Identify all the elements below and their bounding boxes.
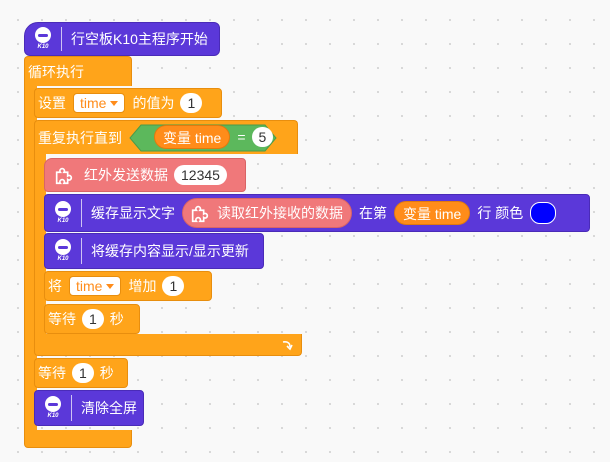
ir-send-value-input[interactable]: 12345: [174, 165, 227, 185]
seconds-label: 秒: [99, 365, 114, 381]
wait-label: 等待: [38, 365, 66, 381]
set-variable-block[interactable]: 设置 time 的值为 1: [34, 88, 222, 118]
hat-label: 行空板K10主程序开始: [71, 31, 208, 47]
cache-show-block[interactable]: K10 将缓存内容显示/显示更新: [44, 233, 264, 269]
puzzle-extension-icon: [55, 167, 73, 185]
condition-content: 变量 time = 5: [150, 122, 276, 152]
set-value-label: 的值为: [132, 95, 175, 111]
seconds-label: 秒: [109, 311, 124, 327]
variable-dropdown[interactable]: time: [69, 276, 122, 296]
divider: [61, 27, 62, 51]
k10-board-icon: K10: [51, 199, 75, 227]
condition-value-input[interactable]: 5: [251, 127, 274, 147]
ir-read-reporter[interactable]: 读取红外接收的数据: [182, 198, 352, 228]
k10-board-icon: K10: [51, 237, 75, 265]
caret-down-icon: [110, 100, 119, 106]
puzzle-extension-icon: [191, 205, 209, 223]
variable-dropdown[interactable]: time: [73, 93, 126, 113]
cache-show-label: 将缓存内容显示/显示更新: [91, 243, 249, 259]
divider: [81, 238, 82, 264]
color-swatch[interactable]: [530, 202, 557, 224]
ir-send-label: 红外发送数据: [84, 167, 168, 183]
divider: [81, 199, 82, 227]
wait-inner-block[interactable]: 等待 1 秒: [44, 304, 140, 334]
set-label: 设置: [38, 95, 66, 111]
divider: [71, 395, 72, 421]
forever-loop-footer: [24, 430, 132, 448]
caret-down-icon: [106, 283, 115, 289]
change-value-input[interactable]: 1: [162, 276, 185, 296]
change-label: 将: [48, 278, 62, 294]
at-row-label: 在第: [359, 205, 387, 221]
change-variable-block[interactable]: 将 time 增加 1: [44, 271, 212, 301]
repeat-until-label: 重复执行直到: [38, 129, 122, 146]
ir-send-block[interactable]: 红外发送数据 12345: [44, 158, 246, 192]
cache-display-text-block[interactable]: K10 缓存显示文字 读取红外接收的数据 在第 变量 time 行 颜色: [44, 194, 590, 232]
clear-screen-label: 清除全屏: [81, 400, 137, 416]
forever-loop-arm: [24, 85, 37, 431]
clear-screen-block[interactable]: K10 清除全屏: [34, 390, 144, 426]
equals-operator: =: [237, 129, 246, 145]
cache-text-label: 缓存显示文字: [91, 205, 175, 221]
row-variable[interactable]: 变量 time: [394, 201, 471, 225]
forever-loop-header[interactable]: 循环执行: [24, 56, 132, 86]
repeat-until-footer: [34, 334, 302, 356]
wait-label: 等待: [48, 311, 76, 327]
forever-loop-label: 循环执行: [28, 63, 84, 80]
change-by-label: 增加: [128, 278, 157, 294]
condition-variable[interactable]: 变量 time: [154, 125, 231, 149]
k10-board-icon: K10: [41, 394, 65, 422]
k10-main-start-hat[interactable]: K10 行空板K10主程序开始: [24, 22, 220, 56]
loop-arrow-icon: [282, 340, 293, 350]
k10-board-icon: K10: [31, 25, 55, 53]
wait-seconds-input[interactable]: 1: [72, 363, 94, 383]
wait-outer-block[interactable]: 等待 1 秒: [34, 358, 128, 388]
row-color-label: 行 颜色: [477, 205, 524, 221]
repeat-until-arm: [34, 153, 46, 335]
wait-seconds-input[interactable]: 1: [82, 309, 104, 329]
ir-read-label: 读取红外接收的数据: [217, 205, 343, 221]
set-value-input[interactable]: 1: [180, 93, 203, 113]
